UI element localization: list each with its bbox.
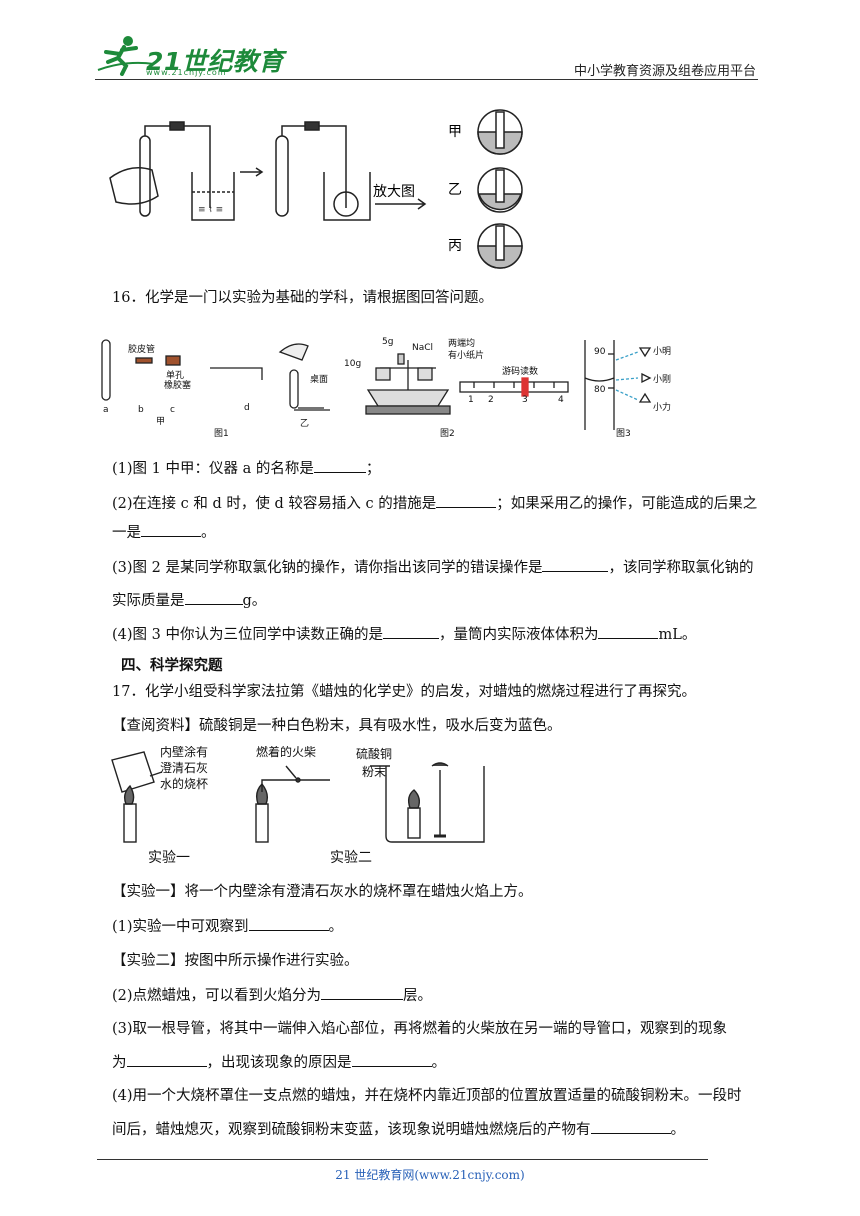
label-xiaoli: 小力 [653, 401, 671, 413]
label-jia-16: 甲 [156, 416, 165, 427]
runner-logo-icon [97, 36, 155, 76]
q16-part2-line1: (2)在连接 c 和 d 时，使 d 较容易插入 c 的措施是；如果采用乙的操作… [112, 493, 757, 514]
section-heading: 四、科学探究题 [121, 657, 223, 674]
q17-part2: (2)点燃蜡烛，可以看到火焰分为层。 [112, 985, 432, 1006]
letter-a: a [103, 405, 109, 415]
q17-part4-line1: (4)用一个大烧杯罩住一支点燃的蜡烛，并在烧杯内靠近顶部的位置放置适量的硫酸铜粉… [112, 1088, 742, 1104]
label-cuso4-1: 硫酸铜 [356, 746, 392, 761]
q17-part3-line2: 为，出现该现象的原因是。 [112, 1052, 446, 1073]
q16-part2-line2: 一是。 [112, 522, 216, 543]
header-divider [95, 79, 758, 80]
label-cuso4-2: 粉末 [362, 765, 386, 779]
q17-stem: 17．化学小组受科学家法拉第《蜡烛的化学史》的启发，对蜡烛的燃烧过程进行了再探究… [112, 684, 696, 700]
footer-link[interactable]: 21 世纪教育网(www.21cnjy.com) [335, 1168, 525, 1182]
q17-part4-line2: 间后，蜡烛熄灭，观察到硫酸铜粉末变蓝，该现象说明蜡烛燃烧后的产物有。 [112, 1119, 685, 1140]
label-beaker-3: 水的烧杯 [160, 776, 208, 791]
logo-text: 21世纪教育 [146, 47, 284, 76]
label-beaker-1: 内壁涂有 [160, 746, 208, 759]
logo [96, 34, 156, 76]
q16-part1: (1)图 1 中甲：仪器 a 的名称是； [112, 458, 380, 479]
site-name: 中小学教育资源及组卷应用平台 [573, 64, 756, 79]
q16-stem: 16．化学是一门以实验为基础的学科，请根据图回答问题。 [112, 290, 493, 306]
q17-exp1: 【实验一】将一个内壁涂有澄清石灰水的烧杯罩在蜡烛火焰上方。 [112, 884, 533, 900]
label-note-2: 有小纸片 [448, 349, 484, 361]
label-jia: 甲 [448, 124, 462, 140]
label-stopper-1: 单孔 [166, 369, 184, 381]
label-beaker-2: 澄清石灰 [160, 760, 208, 775]
label-bing: 丙 [448, 238, 462, 254]
caption-fig2: 图2 [440, 428, 455, 439]
q17-part3-line1: (3)取一根导管，将其中一端伸入焰心部位，再将燃着的火柴放在另一端的导管口，观察… [112, 1021, 728, 1037]
tick-3: 3 [522, 395, 528, 405]
caption-fig1: 图1 [214, 428, 229, 439]
label-match: 燃着的火柴 [256, 746, 316, 759]
label-exp1: 实验一 [148, 850, 190, 866]
tick-2: 2 [488, 395, 494, 405]
label-desk: 桌面 [310, 373, 328, 385]
magnify-label: 放大图 [373, 184, 415, 200]
svg-text:≡ ⌇ ≡: ≡ ⌇ ≡ [198, 204, 223, 215]
label-rubber-tube: 胶皮管 [128, 343, 155, 355]
label-yi-16: 乙 [300, 418, 309, 429]
figure-q16: 胶皮管 单孔 橡胶塞 a b c d 甲 桌面 乙 图1 5g 10g NaCl… [98, 330, 678, 442]
letter-b: b [138, 405, 144, 415]
footer-divider [97, 1159, 708, 1160]
label-xiaogang: 小刚 [653, 374, 671, 385]
label-note-1: 两端均 [448, 337, 475, 349]
q17-part1: (1)实验一中可观察到。 [112, 916, 343, 937]
label-stopper-2: 橡胶塞 [164, 379, 191, 391]
label-10g: 10g [344, 359, 361, 369]
figure-airtightness: ≡ ⌇ ≡ 放大图 甲 乙 丙 [100, 108, 540, 278]
label-80: 80 [594, 385, 606, 395]
label-yi: 乙 [448, 182, 462, 198]
label-rider: 游码读数 [502, 365, 538, 377]
label-xiaoming: 小明 [653, 346, 671, 357]
tick-4: 4 [558, 395, 564, 405]
q17-exp2: 【实验二】按图中所示操作进行实验。 [112, 953, 359, 969]
letter-c: c [170, 405, 175, 415]
q17-info: 【查阅资料】硫酸铜是一种白色粉末，具有吸水性，吸水后变为蓝色。 [112, 718, 562, 734]
label-exp2: 实验二 [330, 850, 372, 866]
letter-d: d [244, 403, 250, 413]
q16-part3-line1: (3)图 2 是某同学称取氯化钠的操作，请你指出该同学的错误操作是，该同学称取氯… [112, 557, 753, 578]
label-nacl: NaCl [412, 343, 433, 353]
logo-subtext: www.21cnjy.com [146, 68, 227, 77]
label-90: 90 [594, 347, 606, 357]
caption-fig3: 图3 [616, 428, 631, 439]
figure-q17: 内壁涂有 澄清石灰 水的烧杯 燃着的火柴 硫酸铜 粉末 实验一 实验二 [100, 744, 500, 870]
tick-1: 1 [468, 395, 474, 405]
label-5g: 5g [382, 337, 393, 347]
